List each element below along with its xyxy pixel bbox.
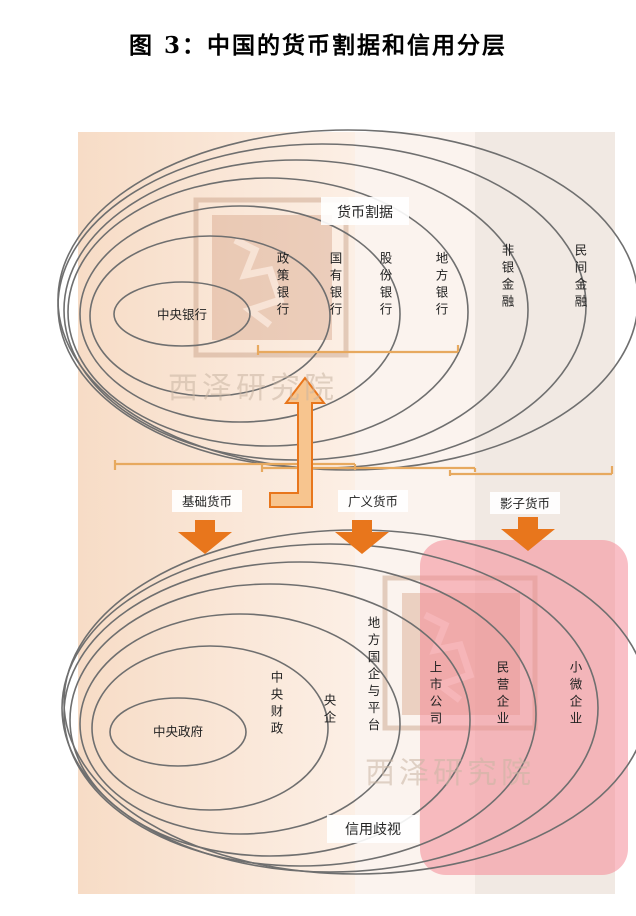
svg-text:非银金融: 非银金融 — [502, 243, 515, 309]
svg-text:民营企业: 民营企业 — [497, 660, 510, 726]
svg-text:地方国企与平台: 地方国企与平台 — [368, 615, 381, 732]
money-type-label-2: 影子货币 — [500, 496, 550, 511]
money-type-label-1: 广义货币 — [348, 494, 398, 509]
svg-text:国有银行: 国有银行 — [330, 251, 343, 317]
top-layer-label-3: 股份银行 — [380, 251, 393, 317]
svg-text:央企: 央企 — [324, 693, 337, 725]
top-layer-label-1: 政策银行 — [277, 251, 290, 317]
watermark-top: 西泽研究院 — [168, 371, 338, 406]
bottom-layer-label-5: 民营企业 — [497, 660, 510, 726]
svg-text:民间金融: 民间金融 — [575, 243, 588, 309]
money-type-label-0: 基础货币 — [182, 494, 232, 509]
bottom-layer-label-6: 小微企业 — [570, 660, 583, 726]
top-header-label: 货币割据 — [337, 204, 393, 221]
watermark-bottom: 西泽研究院 — [365, 756, 535, 791]
bottom-layer-label-4: 上市公司 — [430, 660, 443, 726]
top-layer-label-0: 中央银行 — [157, 307, 207, 322]
svg-text:上市公司: 上市公司 — [430, 660, 443, 726]
svg-text:股份银行: 股份银行 — [380, 251, 393, 317]
brackets — [113, 345, 614, 476]
money-label-bg-1 — [338, 490, 408, 512]
svg-text:地方银行: 地方银行 — [436, 251, 449, 317]
feedback-arrow — [269, 376, 327, 508]
page-title: 图 3：中国的货币割据和信用分层 — [128, 32, 507, 59]
svg-text:政策银行: 政策银行 — [277, 251, 290, 317]
header-label-bg — [321, 197, 409, 225]
top-layer-label-2: 国有银行 — [330, 251, 343, 317]
bottom-layer-label-2: 央企 — [324, 693, 337, 725]
footer-label-bg — [327, 815, 419, 843]
highlight-box — [420, 540, 628, 875]
bottom-layer-label-0: 中央政府 — [153, 724, 203, 739]
arrow-base-money — [178, 520, 232, 554]
svg-text:小微企业: 小微企业 — [570, 660, 583, 726]
svg-text:中央财政: 中央财政 — [271, 670, 284, 736]
background-band-left — [78, 132, 355, 894]
seal-stamp-top — [193, 197, 349, 358]
bottom-footer-label: 信用歧视 — [345, 822, 401, 838]
money-label-bg-2 — [490, 492, 560, 514]
money-label-bg-0 — [172, 490, 242, 512]
top-layer-label-5: 非银金融 — [502, 243, 515, 309]
top-layer-label-6: 民间金融 — [575, 243, 588, 309]
bottom-layer-label-1: 中央财政 — [271, 670, 284, 736]
top-layer-label-4: 地方银行 — [436, 251, 449, 317]
arrow-shadow-money — [501, 517, 555, 551]
bottom-layer-label-3: 地方国企与平台 — [368, 615, 381, 732]
arrow-broad-money — [335, 520, 389, 554]
